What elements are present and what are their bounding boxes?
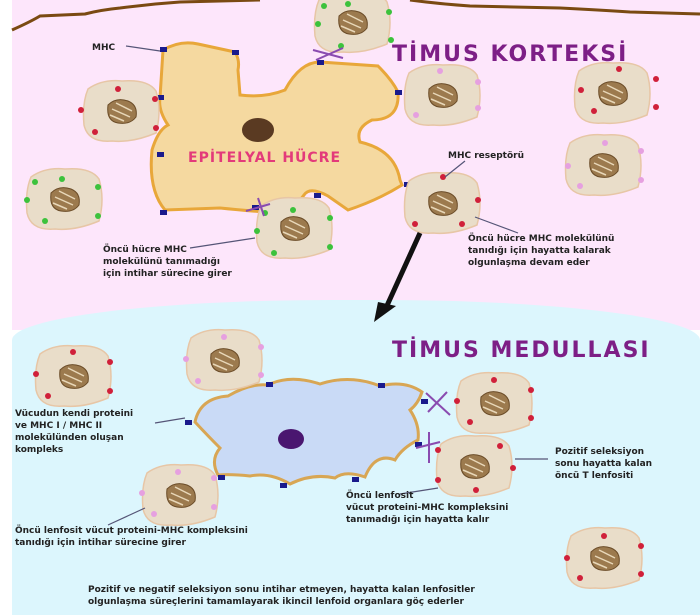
lymphocyte-cortex-rejected (254, 196, 333, 260)
lymphocyte-medulla-bottom-right (564, 526, 644, 590)
lymphocyte-cortex-top (313, 0, 394, 54)
cortex-left-note: Öncü hücre MHC molekülünü tanımadığı içi… (103, 245, 232, 279)
lymphocyte-medulla-positive (435, 434, 516, 498)
mhc-receptor-label: MHC reseptörü (448, 151, 525, 161)
mhc-label: MHC (92, 43, 116, 53)
mhc-molecules-medulla (185, 382, 428, 488)
lymphocyte-medulla-negative (139, 463, 219, 527)
lymphocyte-cortex-mid (403, 63, 481, 127)
lymphocyte-medulla-left (33, 344, 113, 408)
positive-selection-note: Pozitif seleksiyon sonu hayatta kalan ön… (555, 447, 653, 481)
cross-icon-medulla (415, 391, 451, 463)
leader-lines (125, 45, 519, 249)
survive-note: Öncü lenfosit vücut proteini-MHC komplek… (346, 491, 509, 525)
lymphocyte-cortex-rescued (403, 171, 481, 235)
suicide-note: Öncü lenfosit vücut proteini-MHC komplek… (15, 526, 248, 548)
epithelial-cell-label: EPİTELYAL HÜCRE (188, 150, 342, 166)
lymphocyte-cortex-right1 (573, 61, 659, 125)
capsule-border (11, 0, 261, 32)
cross-icon-cortex (245, 47, 344, 217)
lymphocyte-cortex-right2 (564, 133, 644, 197)
cortex-title: TİMUS KORTEKSİ (392, 42, 629, 67)
lymphocyte-cortex-left1 (78, 79, 160, 143)
arrow-icon (374, 231, 423, 322)
medulla-cell (193, 377, 424, 486)
self-complex-note: Vücudun kendi proteini ve MHC I / MHC II… (15, 409, 134, 455)
bottom-summary-note: Pozitif ve negatif seleksiyon sonu intih… (88, 585, 475, 607)
lymphocyte-cortex-left2 (24, 167, 103, 231)
lymphocyte-medulla-rejected-right (454, 371, 534, 435)
lymphocyte-medulla-top (183, 328, 264, 392)
cortex-right-note: Öncü hücre MHC molekülünü tanıdığı için … (468, 234, 615, 268)
epithelial-cell (149, 41, 404, 214)
medulla-title: TİMUS MEDULLASI (392, 338, 651, 363)
